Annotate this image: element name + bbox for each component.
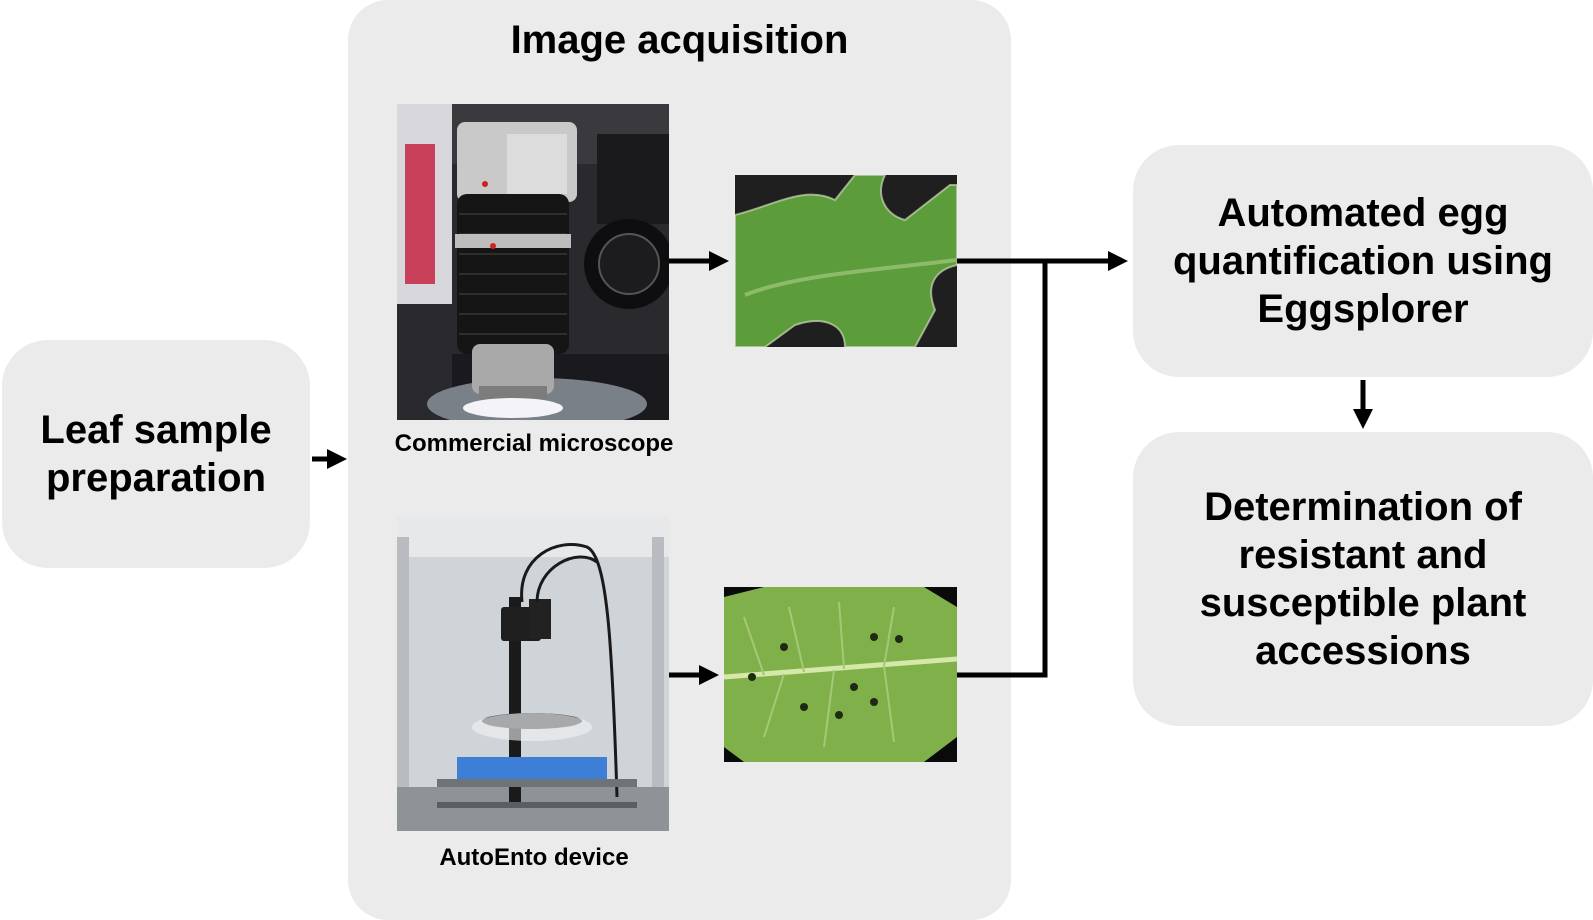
leaf-microscope-image [735, 175, 957, 347]
automated-egg-quantification-label: Automated egg quantification using Eggsp… [1173, 191, 1553, 331]
determination-label: Determination of resistant and susceptib… [1199, 485, 1527, 673]
automated-egg-quantification-box: Automated egg quantification using Eggsp… [1133, 145, 1593, 377]
autoento-device-caption: AutoEnto device [439, 844, 629, 871]
image-acquisition-title: Image acquisition [510, 18, 849, 62]
autoento-photo [397, 517, 669, 831]
leaf-sample-preparation-label: Leaf sample preparation [40, 408, 272, 500]
connector-autoento-leaf [957, 261, 1048, 678]
leaf-autoento-image [724, 587, 957, 762]
commercial-microscope-caption: Commercial microscope [394, 430, 674, 457]
microscope-photo [397, 104, 669, 420]
determination-box: Determination of resistant and susceptib… [1133, 432, 1593, 726]
leaf-sample-preparation-box: Leaf sample preparation [2, 340, 310, 568]
